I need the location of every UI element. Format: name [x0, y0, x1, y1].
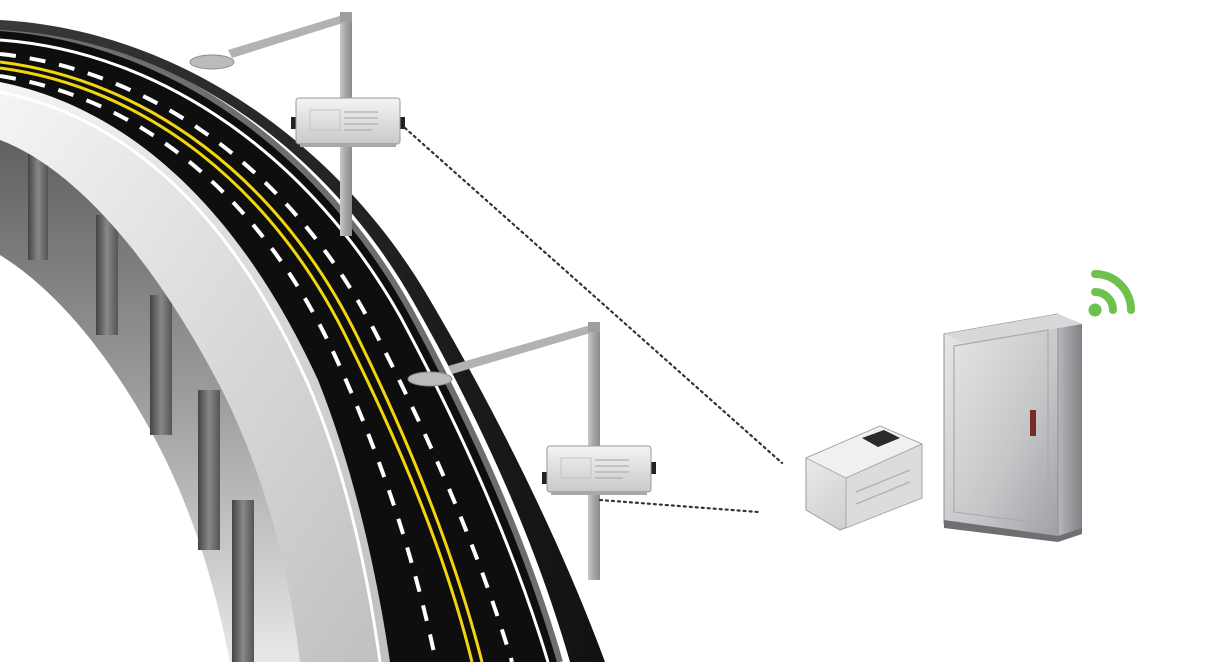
wifi-icon: [1088, 270, 1135, 317]
wifi-arc: [1091, 288, 1117, 314]
driver-foot: [551, 491, 647, 495]
driver-foot: [300, 143, 396, 147]
driver-end-cap: [399, 117, 405, 129]
meter-panel-line: [855, 469, 911, 493]
viaduct-pillar: [232, 500, 254, 662]
cabinet-lock: [1030, 410, 1036, 436]
viaduct-pillar: [96, 215, 118, 335]
light-arm-cap: [588, 322, 600, 332]
viaduct-pillar: [198, 390, 220, 550]
driver-label: [309, 109, 341, 131]
driver-end-cap: [542, 472, 548, 484]
light-arm: [228, 14, 346, 58]
street-light-icon: [189, 12, 352, 236]
viaduct-pillar: [28, 150, 48, 260]
meter-icon: [805, 425, 923, 531]
center-line-yellow: [0, 60, 484, 662]
center-line-yellow: [0, 66, 474, 662]
light-head: [189, 54, 235, 70]
driver-body: [546, 445, 652, 493]
driver-end-cap: [291, 117, 297, 129]
road-outer-rim: [0, 20, 605, 662]
driver-body: [295, 97, 401, 145]
light-arm-cap: [340, 12, 352, 22]
connection-line: [598, 498, 760, 514]
cabinet-top: [944, 314, 1082, 344]
wifi-dot: [1088, 303, 1102, 317]
road-edge-line: [0, 38, 550, 662]
road-inner-line: [0, 90, 382, 662]
cabinet-door-frame: [953, 329, 1049, 525]
driver-label: [560, 457, 592, 479]
road-barrier: [0, 80, 395, 662]
led-driver-icon: [542, 445, 656, 495]
led-driver-icon: [291, 97, 405, 147]
meter-panel-line: [855, 481, 911, 505]
elevated-road: [0, 20, 605, 662]
cabinet-base: [944, 520, 1082, 542]
light-arm: [448, 324, 594, 374]
driver-end-cap: [650, 462, 656, 474]
meter-front-panel: [845, 443, 923, 529]
road-outer-edge: [0, 25, 563, 662]
cabinet-front: [943, 313, 1059, 541]
lane-dash-line: [0, 52, 514, 662]
cabinet-icon: [943, 313, 1082, 542]
wifi-arc: [1091, 270, 1135, 314]
lane-dash-line: [0, 74, 438, 662]
connection-line: [403, 126, 784, 465]
viaduct-pillar: [150, 295, 172, 435]
meter-display: [862, 430, 900, 447]
light-head: [407, 371, 453, 387]
cabinet-side: [1058, 314, 1082, 540]
